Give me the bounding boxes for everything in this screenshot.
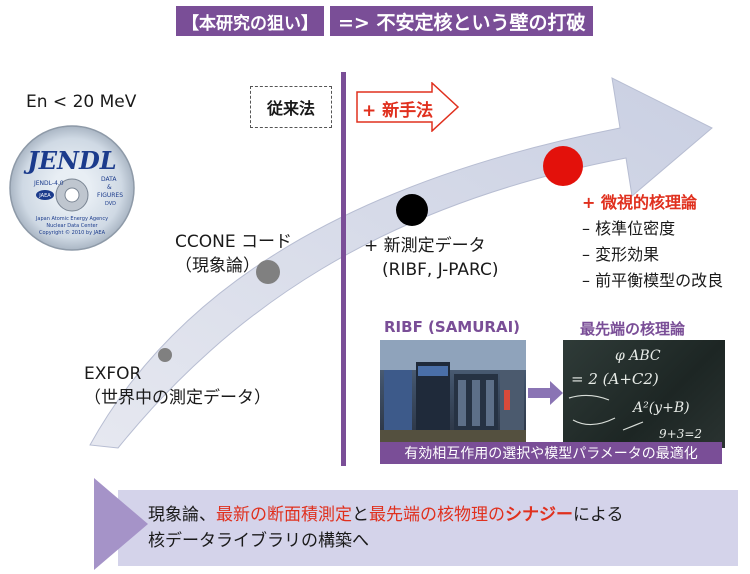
title-bar: 【本研究の狙い】 => 不安定核という壁の打破 <box>176 6 612 36</box>
ribf-caption: RIBF (SAMURAI) <box>384 318 521 336</box>
cd-center-text: Nuclear Data Center <box>46 223 98 229</box>
ccone-point <box>256 260 280 284</box>
new-data-label: + 新測定データ (RIBF, J-PARC) <box>364 234 499 282</box>
jendl-cd-image: JENDL JENDL-4.0 JAEA DATA & FIGURES DVD … <box>9 125 135 251</box>
new-method-label: + 新手法 <box>362 101 434 121</box>
ccone-label: CCONE コード （現象論） <box>175 230 292 278</box>
blackboard-theory-photo: φ ABC = 2 (A+C2) A²(y+B) 9+3=2 <box>563 340 725 448</box>
ribf-samurai-photo <box>380 340 526 444</box>
cd-copyright-text: Copyright © 2010 by JAEA <box>39 229 106 236</box>
ccone-label-line1: CCONE コード <box>175 232 292 252</box>
theory-item: – 前平衡模型の改良 <box>582 271 724 290</box>
summary-part-synergy: シナジー <box>505 505 573 525</box>
conventional-method-box: 従来法 <box>250 86 332 128</box>
blackboard-line-4: 9+3=2 <box>659 427 702 441</box>
summary-text: 現象論、最新の断面積測定と最先端の核物理のシナジーによる 核データライブラリの構… <box>148 502 718 554</box>
theory-point <box>543 146 583 186</box>
new-data-point <box>396 194 428 226</box>
conventional-method-label: 従来法 <box>266 99 315 118</box>
summary-part-phenomenology: 現象論、 <box>148 505 216 525</box>
photo-link-arrow <box>528 381 563 405</box>
summary-part-measurement: 最新の断面積測定 <box>216 505 352 525</box>
parameter-optimization-text: 有効相互作用の選択や模型パラメータの最適化 <box>404 446 698 462</box>
summary-part-and: と <box>352 505 369 525</box>
title-left: 【本研究の狙い】 <box>176 6 324 36</box>
new-data-label-line1: + 新測定データ <box>364 236 486 256</box>
theory-title: + 微視的核理論 <box>582 193 697 212</box>
ccone-label-line2: （現象論） <box>175 256 260 276</box>
cd-agency-text: Japan Atomic Energy Agency <box>35 216 108 222</box>
parameter-optimization-box: 有効相互作用の選択や模型パラメータの最適化 <box>380 442 722 464</box>
main-progress-arrow <box>89 77 713 449</box>
blackboard-line-2: = 2 (A+C2) <box>571 370 659 388</box>
exfor-label: EXFOR （世界中の測定データ） <box>84 362 271 410</box>
cd-amp-text: & <box>107 184 112 191</box>
theory-item: – 核準位密度 <box>582 219 676 238</box>
microscopic-theory-block: + 微視的核理論 – 核準位密度 – 変形効果 – 前平衡模型の改良 <box>582 190 723 294</box>
divider-line <box>341 72 346 466</box>
theory-photo-caption: 最先端の核理論 <box>580 320 686 338</box>
summary-box <box>118 490 738 566</box>
theory-item: – 変形効果 <box>582 245 660 264</box>
energy-range-label: En < 20 MeV <box>26 92 137 112</box>
cd-data-text: DATA <box>101 176 117 183</box>
new-data-label-line2: (RIBF, J-PARC) <box>382 260 499 280</box>
cd-dvd-text: DVD <box>105 201 116 207</box>
summary-line-2: 核データライブラリの構築へ <box>148 531 369 551</box>
cd-figures-text: FIGURES <box>97 192 123 199</box>
exfor-label-line2: （世界中の測定データ） <box>84 388 271 408</box>
summary-part-by: による <box>573 505 624 525</box>
cd-badge-text: JAEA <box>38 193 51 199</box>
exfor-label-line1: EXFOR <box>84 364 142 384</box>
cd-version-text: JENDL-4.0 <box>33 180 64 187</box>
cd-logo-text: JENDL <box>23 146 116 175</box>
new-method-arrow <box>356 82 460 132</box>
blackboard-line-1: φ ABC <box>615 348 661 364</box>
title-right: => 不安定核という壁の打破 <box>330 6 594 36</box>
exfor-point <box>158 348 172 362</box>
summary-line-1: 現象論、最新の断面積測定と最先端の核物理のシナジーによる <box>148 502 718 528</box>
summary-part-physics: 最先端の核物理の <box>369 505 505 525</box>
blackboard-line-3: A²(y+B) <box>631 400 690 416</box>
summary-arrow <box>94 478 148 570</box>
theory-items: – 核準位密度 – 変形効果 – 前平衡模型の改良 <box>582 216 723 294</box>
